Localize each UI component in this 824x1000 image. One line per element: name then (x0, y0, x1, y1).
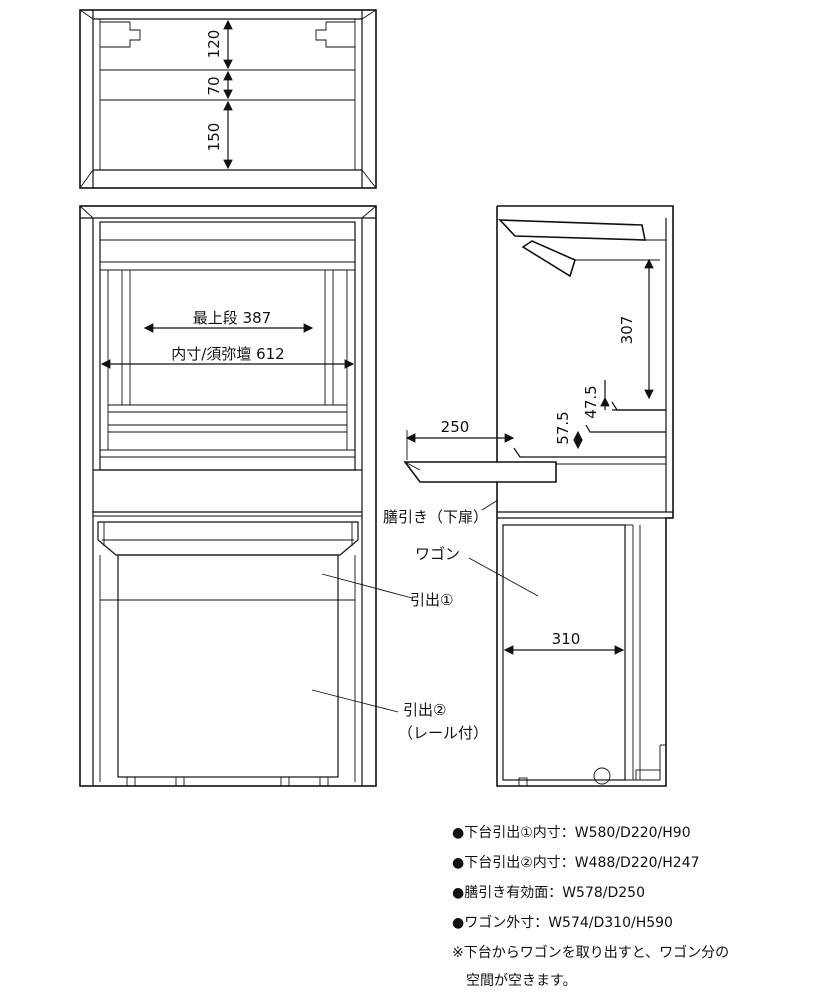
label-drawer2: 引出② (403, 701, 446, 719)
dim-57-5: 57.5 (554, 411, 572, 444)
spec-note-2: 空間が空きます。 (452, 973, 577, 989)
dim-47-5: 47.5 (582, 385, 600, 418)
side-view: 307 47.5 57.5 250 310 (403, 205, 674, 787)
spec-line-3: ●膳引き有効面：W578/D250 (452, 885, 645, 901)
dim-307: 307 (618, 316, 636, 345)
spec-note-1: ※下台からワゴンを取り出すと、ワゴン分の (452, 945, 730, 961)
spec-line-2: ●下台引出②内寸：W488/D220/H247 (452, 855, 700, 871)
dim-inner: 内寸/須弥壇 612 (171, 345, 284, 363)
label-tray: 膳引き（下扉） (383, 508, 488, 526)
dim-150: 150 (205, 123, 223, 152)
top-view: 120 70 150 (79, 9, 377, 189)
dim-120: 120 (205, 30, 223, 59)
label-wagon: ワゴン (415, 545, 460, 563)
spec-line-1: ●下台引出①内寸：W580/D220/H90 (452, 825, 691, 841)
label-drawer1: 引出① (410, 591, 453, 609)
front-view: 最上段 387 内寸/須弥壇 612 (79, 205, 413, 787)
spec-line-4: ●ワゴン外寸：W574/D310/H590 (452, 915, 673, 931)
dim-250: 250 (441, 418, 470, 436)
dim-70: 70 (205, 76, 223, 95)
dim-top-tier: 最上段 387 (193, 309, 271, 327)
label-drawer2-sub: （レール付） (398, 724, 488, 742)
dim-310: 310 (552, 630, 581, 648)
